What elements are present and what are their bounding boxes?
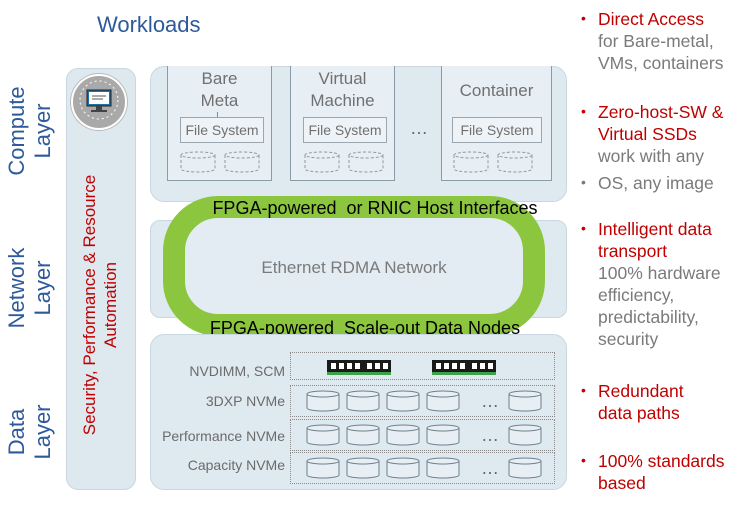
disk-cylinder-icon: [386, 424, 420, 446]
workload-ellipsis: …: [410, 118, 428, 138]
memory-module-icon: [432, 360, 496, 375]
disk-cylinder-icon: [426, 457, 460, 479]
row-label: Performance NVMe: [162, 428, 285, 444]
bullet-direct-access: Direct Access for Bare-metal, VMs, conta…: [598, 9, 724, 73]
bullet-dot: •: [581, 10, 586, 26]
disk-cylinder-icon: [348, 151, 384, 173]
bullet-os-any-image: OS, any image: [598, 173, 714, 193]
row-label: Capacity NVMe: [187, 457, 285, 473]
row-ellipsis: …: [481, 391, 499, 411]
disk-cylinder-icon: [453, 151, 489, 173]
data-row-graphics: [306, 360, 542, 479]
disk-cylinder-icon: [426, 424, 460, 446]
data-nodes-label: FPGA-powered Scale-out Data Nodes: [209, 318, 521, 338]
disk-cylinder-icon: [386, 457, 420, 479]
row-label: NVDIMM, SCM: [189, 363, 285, 379]
disk-cylinder-icon: [180, 151, 216, 173]
bullet-redundant-paths: Redundant data paths: [598, 381, 684, 423]
capacity-row: [290, 452, 555, 484]
bullet-zero-host-sw: Zero-host-SW & Virtual SSDs work with an…: [598, 102, 724, 166]
bullet-intelligent-transport: Intelligent data transport 100% hardware…: [598, 219, 721, 349]
bullet-dot: •: [581, 174, 586, 190]
disk-cylinder-icon: [346, 457, 380, 479]
disk-cylinder-icon: [508, 457, 542, 479]
security-icon: [71, 74, 127, 130]
data-row-labels: NVDIMM, SCM 3DXP NVMe Performance NVMe C…: [120, 359, 285, 479]
security-automation-band: [66, 68, 136, 490]
workloads-title: Workloads: [97, 12, 201, 37]
disk-cylinder-icon: [386, 390, 420, 412]
bullet-dot: •: [581, 382, 586, 398]
disk-cylinder-icon: [346, 390, 380, 412]
rdma-network-ring: [163, 196, 545, 336]
3dxp-row: [290, 385, 555, 417]
performance-row: [290, 419, 555, 451]
bullet-dot: •: [581, 452, 586, 468]
disk-cylinder-icon: [306, 390, 340, 412]
disk-cylinder-icon: [306, 424, 340, 446]
row-ellipsis: …: [481, 425, 499, 445]
disk-cylinder-icon: [508, 424, 542, 446]
file-system-box: File System: [303, 117, 387, 143]
row-label: 3DXP NVMe: [205, 393, 285, 409]
disk-cylinder-icon: [346, 424, 380, 446]
disk-cylinder-icon: [304, 151, 340, 173]
disk-cylinder-icon: [224, 151, 260, 173]
workload-disks: [180, 151, 533, 173]
network-label: Ethernet RDMA Network: [261, 258, 447, 277]
disk-cylinder-icon: [508, 390, 542, 412]
disk-cylinder-icon: [426, 390, 460, 412]
nvdimm-row: [290, 352, 555, 380]
container-box: Container File System: [441, 66, 552, 181]
file-system-box: File System: [452, 117, 542, 143]
host-interfaces-label: FPGA-powered or RNIC Host Interfaces: [212, 198, 538, 218]
disk-cylinder-icon: [497, 151, 533, 173]
disk-cylinder-icon: [306, 457, 340, 479]
bullet-dot: •: [581, 103, 586, 119]
memory-module-icon: [327, 360, 391, 375]
file-system-box: File System: [180, 117, 264, 143]
bullet-standards: 100% standards based: [598, 451, 725, 493]
bullet-dot: •: [581, 220, 586, 236]
row-ellipsis: …: [481, 458, 499, 478]
